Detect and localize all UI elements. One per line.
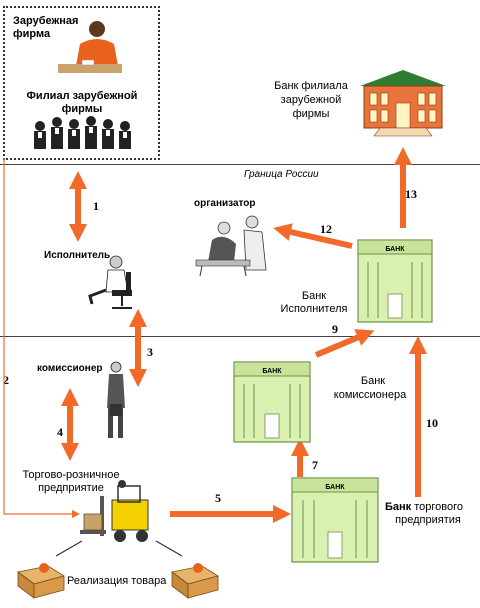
arrow-4-number: 4 bbox=[57, 425, 63, 439]
executor-label: Исполнитель bbox=[44, 250, 111, 261]
commissioner-person-icon bbox=[107, 361, 125, 438]
bank-commissioner-building-icon bbox=[233, 361, 311, 443]
bank-retail-label-1: Банк торгового bbox=[385, 501, 463, 514]
bank-branch-label-3: фирмы bbox=[292, 108, 330, 120]
arrow-9-number: 9 bbox=[332, 322, 338, 336]
divider-line bbox=[0, 336, 480, 337]
arrow-2-number: 2 bbox=[3, 373, 9, 387]
foreign-firm-frame bbox=[3, 6, 160, 160]
bank-branch-label-1: Банк филиала bbox=[274, 80, 348, 92]
foreign-branch-label-2: фирмы bbox=[61, 103, 103, 115]
arrow-12-number: 12 bbox=[320, 222, 332, 236]
executor-person-icon bbox=[88, 255, 132, 309]
arrow-9 bbox=[314, 329, 375, 358]
bank-retail-building-icon bbox=[291, 477, 379, 563]
arrow-10-number: 10 bbox=[426, 416, 438, 430]
arrow-13-number: 13 bbox=[405, 187, 417, 201]
commissioner-label: комиссионер bbox=[37, 363, 103, 374]
arrow-12 bbox=[273, 223, 353, 249]
foreign-branch-label-1: Филиал зарубежной bbox=[26, 90, 138, 102]
russia-border-line bbox=[0, 164, 480, 165]
arrow-7-number: 7 bbox=[312, 458, 318, 472]
sale-label: Реализация товара bbox=[67, 575, 167, 587]
organizer-people-icon bbox=[195, 215, 267, 277]
sale-arrow-left bbox=[55, 540, 83, 557]
retail-label-1: Торгово-розничное bbox=[22, 469, 120, 481]
arrow-2-line bbox=[3, 158, 80, 518]
forklift-icon bbox=[80, 480, 149, 542]
goods-box-right-icon bbox=[171, 563, 219, 599]
bank-retail-label-2: предприятия bbox=[395, 514, 461, 526]
arrow-3-number: 3 bbox=[147, 345, 153, 359]
bank-branch-building-icon bbox=[360, 70, 446, 137]
retail-label-2: предприятие bbox=[38, 482, 104, 494]
sale-arrow-right bbox=[155, 540, 183, 557]
goods-box-left-icon bbox=[17, 563, 65, 599]
bank-commissioner-label-2: комиссионера bbox=[333, 389, 407, 401]
russia-border-label: Граница России bbox=[244, 169, 319, 180]
foreign-branch-group-icon bbox=[34, 116, 131, 149]
arrow-5-number: 5 bbox=[215, 491, 221, 505]
bank-retail-bank-word: Банк bbox=[385, 501, 412, 513]
foreign-firm-label-1: Зарубежная bbox=[13, 15, 79, 27]
bank-executor-label-1: Банк bbox=[301, 290, 327, 302]
bank-commissioner-sign: БАНК bbox=[262, 368, 282, 375]
bank-executor-label-2: Исполнителя bbox=[280, 303, 348, 315]
bank-executor-building-icon bbox=[357, 239, 433, 323]
bank-commissioner-label-1: Банк bbox=[360, 375, 386, 387]
organizer-label: организатор bbox=[194, 198, 256, 209]
bank-branch-label-2: зарубежной bbox=[280, 94, 342, 106]
foreign-firm-label-2: фирма bbox=[13, 28, 51, 40]
arrow-1-number: 1 bbox=[93, 199, 99, 213]
bank-retail-sign: БАНК bbox=[325, 484, 345, 491]
bank-executor-sign: БАНК bbox=[385, 246, 405, 253]
bank-retail-rest: торгового bbox=[414, 501, 464, 513]
foreign-firm-person-icon bbox=[58, 21, 122, 73]
